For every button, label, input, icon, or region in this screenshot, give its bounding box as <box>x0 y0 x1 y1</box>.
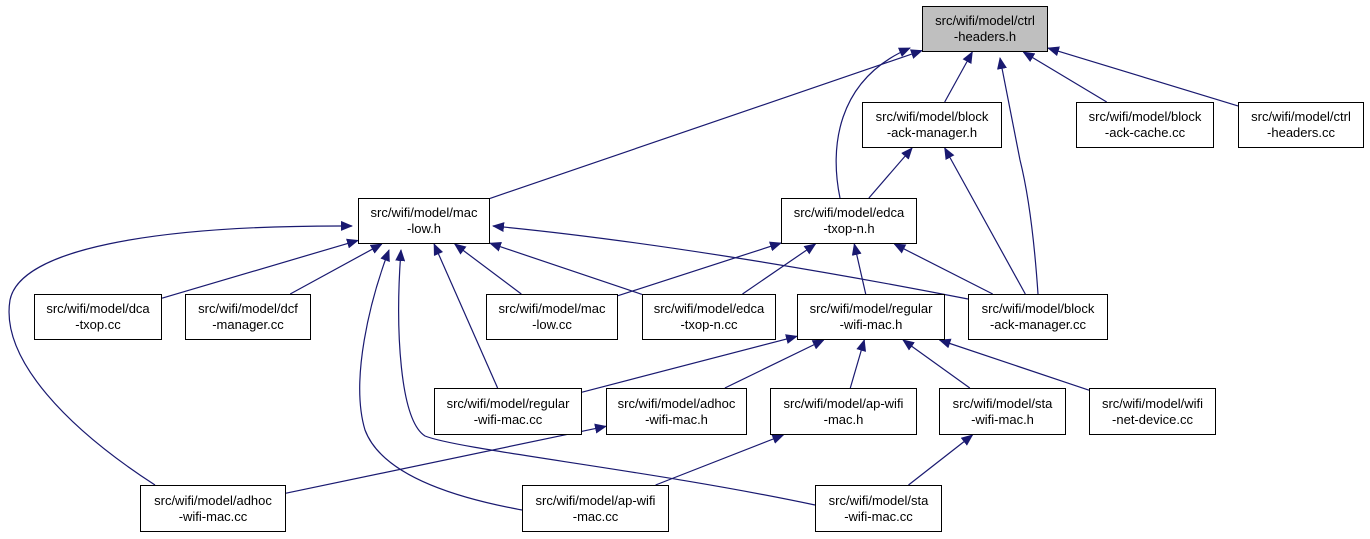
node-label-line1: src/wifi/model/ap-wifi <box>535 492 656 508</box>
node-label-line2: -wifi-mac.h <box>971 411 1034 427</box>
node-sta-wifi-mac-h[interactable]: src/wifi/model/sta -wifi-mac.h <box>939 388 1066 435</box>
node-label-line1: src/wifi/model/block <box>875 109 989 124</box>
node-label-line1: src/wifi/model/adhoc <box>154 492 272 508</box>
node-ctrl-headers-cc[interactable]: src/wifi/model/ctrl -headers.cc <box>1238 102 1364 148</box>
edge-ap-wifi-mac-h-to-regular-wifi-mac-h <box>849 339 867 389</box>
edge-block-ack-manager-cc-to-mac-low-h <box>492 222 969 300</box>
edge-sta-wifi-mac-h-to-regular-wifi-mac-h <box>902 339 971 389</box>
node-label-line1: src/wifi/model/mac <box>370 205 478 220</box>
edge-regular-wifi-mac-cc-to-mac-low-h <box>433 243 499 389</box>
node-label-line2: -low.h <box>407 221 441 236</box>
node-label-line1: src/wifi/model/dcf <box>198 301 298 316</box>
edge-edca-txop-n-cc-to-edca-txop-n-h <box>742 243 817 295</box>
node-label-line2: -headers.cc <box>1267 125 1335 140</box>
node-label-line1: src/wifi/model/adhoc <box>617 395 736 411</box>
node-label-line1: src/wifi/model/dca <box>46 301 150 316</box>
edge-ctrl-headers-cc-to-ctrl-headers-h <box>1047 46 1239 107</box>
edge-block-ack-manager-h-to-ctrl-headers-h <box>944 51 973 103</box>
node-sta-wifi-mac-cc[interactable]: src/wifi/model/sta -wifi-mac.cc <box>815 485 942 532</box>
edge-mac-low-h-to-ctrl-headers-h <box>489 49 923 199</box>
node-label-line2: -headers.h <box>953 29 1017 44</box>
node-label-line1: src/wifi/model/edca <box>793 205 905 220</box>
node-regular-wifi-mac-h[interactable]: src/wifi/model/regular -wifi-mac.h <box>797 294 945 340</box>
node-label-line2: -txop-n.h <box>823 221 875 236</box>
node-label-line2: -wifi-mac.cc <box>178 508 248 524</box>
node-dca-txop-cc[interactable]: src/wifi/model/dca -txop.cc <box>34 294 162 340</box>
edge-edca-txop-n-cc-to-mac-low-h <box>489 241 643 295</box>
node-edca-txop-n-cc[interactable]: src/wifi/model/edca -txop-n.cc <box>642 294 776 340</box>
edge-ap-wifi-mac-cc-to-ap-wifi-mac-h <box>655 434 785 486</box>
node-label-line2: -ack-cache.cc <box>1104 125 1186 140</box>
node-label-line2: -ack-manager.h <box>886 125 978 140</box>
node-dcf-manager-cc[interactable]: src/wifi/model/dcf -manager.cc <box>185 294 311 340</box>
node-label-line1: src/wifi/model/block <box>1088 109 1202 124</box>
edge-block-ack-cache-cc-to-ctrl-headers-h <box>1022 51 1108 103</box>
node-label-line1: src/wifi/model/block <box>981 301 1095 316</box>
edge-mac-low-cc-to-edca-txop-n-h <box>617 241 782 297</box>
node-label-line2: -ack-manager.cc <box>989 317 1087 332</box>
node-block-ack-cache-cc[interactable]: src/wifi/model/block -ack-cache.cc <box>1076 102 1214 148</box>
node-label-line2: -mac.cc <box>572 508 619 524</box>
edge-wifi-net-device-cc-to-regular-wifi-mac-h <box>938 338 1090 391</box>
node-edca-txop-n-h[interactable]: src/wifi/model/edca -txop-n.h <box>781 198 917 244</box>
node-label-line2: -wifi-mac.h <box>839 317 903 332</box>
node-wifi-net-device-cc[interactable]: src/wifi/model/wifi -net-device.cc <box>1089 388 1216 435</box>
node-label-line1: src/wifi/model/ap-wifi <box>783 395 904 411</box>
node-label-line2: -txop-n.cc <box>680 317 738 332</box>
node-block-ack-manager-cc[interactable]: src/wifi/model/block -ack-manager.cc <box>968 294 1108 340</box>
edge-block-ack-manager-cc-to-block-ack-manager-h <box>944 147 1026 295</box>
node-label-line1: src/wifi/model/wifi <box>1101 395 1204 411</box>
node-label-line2: -txop.cc <box>75 317 121 332</box>
edge-sta-wifi-mac-cc-to-mac-low-h <box>395 249 816 506</box>
node-label-line1: src/wifi/model/edca <box>653 301 765 316</box>
node-ctrl-headers-h[interactable]: src/wifi/model/ctrl -headers.h <box>922 6 1048 52</box>
edge-adhoc-wifi-mac-cc-to-adhoc-wifi-mac-h <box>285 423 607 494</box>
edge-block-ack-manager-cc-to-edca-txop-n-h <box>893 243 993 295</box>
node-mac-low-cc[interactable]: src/wifi/model/mac -low.cc <box>486 294 618 340</box>
node-label-line1: src/wifi/model/mac <box>498 301 606 316</box>
edge-adhoc-wifi-mac-cc-to-mac-low-h <box>8 220 353 486</box>
node-ap-wifi-mac-h[interactable]: src/wifi/model/ap-wifi -mac.h <box>770 388 917 435</box>
node-label-line2: -low.cc <box>532 317 572 332</box>
edge-dcf-manager-cc-to-mac-low-h <box>289 243 383 295</box>
edge-adhoc-wifi-mac-h-to-regular-wifi-mac-h <box>724 339 825 389</box>
node-label-line2: -manager.cc <box>212 317 284 332</box>
node-label-line1: src/wifi/model/regular <box>809 301 933 316</box>
edge-mac-low-cc-to-mac-low-h <box>453 243 522 295</box>
node-adhoc-wifi-mac-h[interactable]: src/wifi/model/adhoc -wifi-mac.h <box>606 388 747 435</box>
node-label-line1: src/wifi/model/ctrl <box>1251 109 1351 124</box>
node-label-line2: -mac.h <box>823 411 864 427</box>
node-label-line1: src/wifi/model/regular <box>446 395 570 411</box>
node-label-line2: -wifi-mac.h <box>645 411 708 427</box>
edge-edca-txop-n-h-to-block-ack-manager-h <box>868 147 913 199</box>
node-mac-low-h[interactable]: src/wifi/model/mac -low.h <box>358 198 490 244</box>
edge-block-ack-manager-cc-to-ctrl-headers-h <box>997 57 1039 295</box>
edge-edca-txop-n-h-to-ctrl-headers-h <box>835 47 911 199</box>
node-label-line2: -wifi-mac.cc <box>473 411 543 427</box>
node-label-line1: src/wifi/model/sta <box>828 492 929 508</box>
edge-regular-wifi-mac-cc-to-regular-wifi-mac-h <box>581 334 798 393</box>
edge-regular-wifi-mac-h-to-edca-txop-n-h <box>851 243 867 295</box>
node-block-ack-manager-h[interactable]: src/wifi/model/block -ack-manager.h <box>862 102 1002 148</box>
node-label-line1: src/wifi/model/sta <box>952 395 1053 411</box>
node-label-line1: src/wifi/model/ctrl <box>935 13 1035 28</box>
node-regular-wifi-mac-cc[interactable]: src/wifi/model/regular -wifi-mac.cc <box>434 388 582 435</box>
node-label-line2: -net-device.cc <box>1112 411 1193 427</box>
edge-sta-wifi-mac-cc-to-sta-wifi-mac-h <box>908 434 974 486</box>
node-adhoc-wifi-mac-cc[interactable]: src/wifi/model/adhoc -wifi-mac.cc <box>140 485 286 532</box>
node-label-line2: -wifi-mac.cc <box>844 508 913 524</box>
edge-dca-txop-cc-to-mac-low-h <box>161 238 359 299</box>
edge-ap-wifi-mac-cc-to-mac-low-h <box>359 249 523 511</box>
node-ap-wifi-mac-cc[interactable]: src/wifi/model/ap-wifi -mac.cc <box>522 485 669 532</box>
